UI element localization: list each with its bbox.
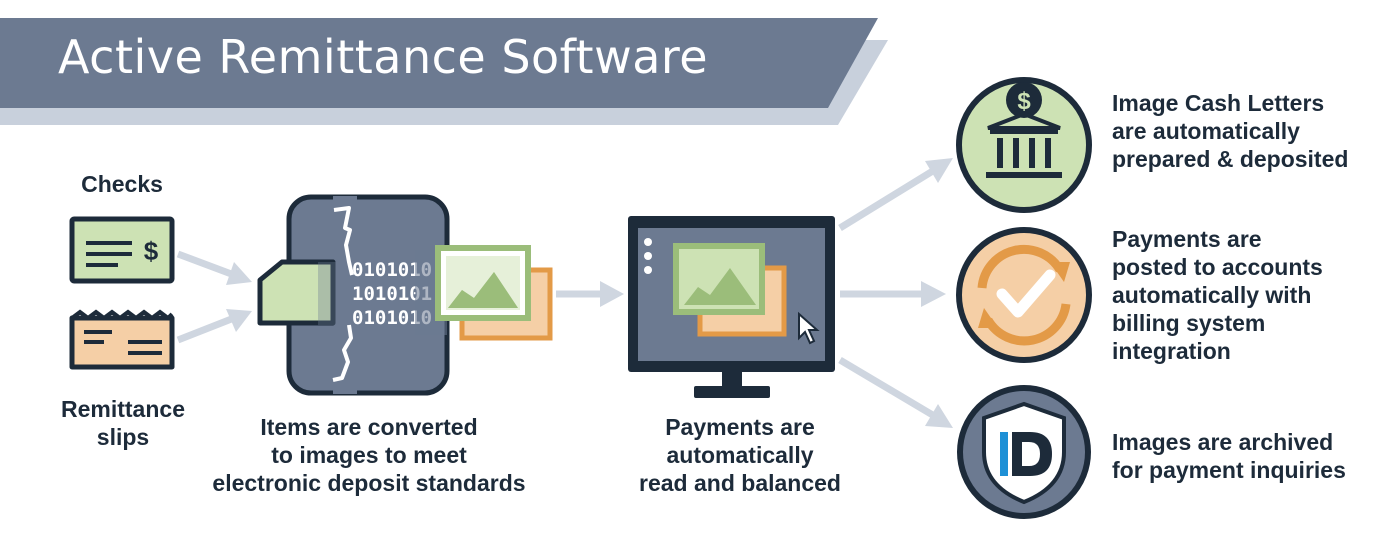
outcome-line: Image Cash Letters bbox=[1112, 90, 1325, 116]
title-banner bbox=[0, 18, 878, 108]
binary-line-3: 0101010 bbox=[352, 307, 432, 329]
scanner-caption-line: Items are converted bbox=[260, 414, 478, 440]
id-shield-icon bbox=[957, 385, 1091, 519]
remittance-label-line: slips bbox=[96, 424, 150, 450]
output-arrows bbox=[838, 158, 953, 428]
scanner-caption-line: electronic deposit standards bbox=[212, 470, 526, 496]
outcome-cash-letters: Image Cash Letters are automatically pre… bbox=[1112, 89, 1348, 173]
outcome-line: Payments are bbox=[1112, 226, 1262, 252]
monitor-caption-line: automatically bbox=[666, 442, 814, 468]
outcome-line: integration bbox=[1112, 338, 1231, 364]
outcome-line: are automatically bbox=[1112, 118, 1300, 144]
scanner-to-monitor-arrow bbox=[556, 281, 624, 307]
remittance-label: Remittance slips bbox=[40, 395, 206, 451]
monitor-caption-line: Payments are bbox=[665, 414, 815, 440]
outcome-archived-images: Images are archived for payment inquirie… bbox=[1112, 428, 1346, 484]
binary-line-2: 1010101 bbox=[352, 283, 432, 305]
scanner-caption-line: to images to meet bbox=[271, 442, 467, 468]
remittance-label-line: Remittance bbox=[61, 396, 185, 422]
check-icon: $ bbox=[69, 216, 175, 284]
check-dollar-sign: $ bbox=[144, 236, 159, 266]
input-arrows bbox=[176, 250, 252, 344]
sync-check-icon bbox=[956, 227, 1092, 363]
outcome-line: Images are archived bbox=[1112, 429, 1334, 455]
monitor-caption: Payments are automatically read and bala… bbox=[602, 413, 878, 497]
outcome-line: prepared & deposited bbox=[1112, 146, 1349, 172]
bank-icon: $ bbox=[956, 77, 1092, 213]
monitor-icon bbox=[628, 216, 835, 398]
checks-label-text: Checks bbox=[81, 171, 163, 197]
monitor-caption-line: read and balanced bbox=[639, 470, 841, 496]
bank-dollar-sign: $ bbox=[1017, 88, 1031, 115]
outcome-line: posted to accounts bbox=[1112, 254, 1323, 280]
outcome-line: for payment inquiries bbox=[1112, 457, 1346, 483]
page-title: Active Remittance Software bbox=[58, 30, 709, 84]
outcome-line: automatically with bbox=[1112, 282, 1312, 308]
checks-label: Checks bbox=[62, 170, 182, 198]
outcome-line: billing system bbox=[1112, 310, 1266, 336]
scanner-icon: 0101010 1010101 0101010 bbox=[257, 194, 450, 396]
scanned-image-icon bbox=[435, 245, 553, 341]
scanner-caption: Items are converted to images to meet el… bbox=[196, 413, 542, 497]
binary-line-1: 0101010 bbox=[352, 259, 432, 281]
remittance-slip-icon bbox=[69, 309, 175, 370]
outcome-posted-payments: Payments are posted to accounts automati… bbox=[1112, 225, 1323, 365]
svg-text:0101010 1010101 01: 0101010 1010101 0101010 bbox=[352, 259, 444, 329]
